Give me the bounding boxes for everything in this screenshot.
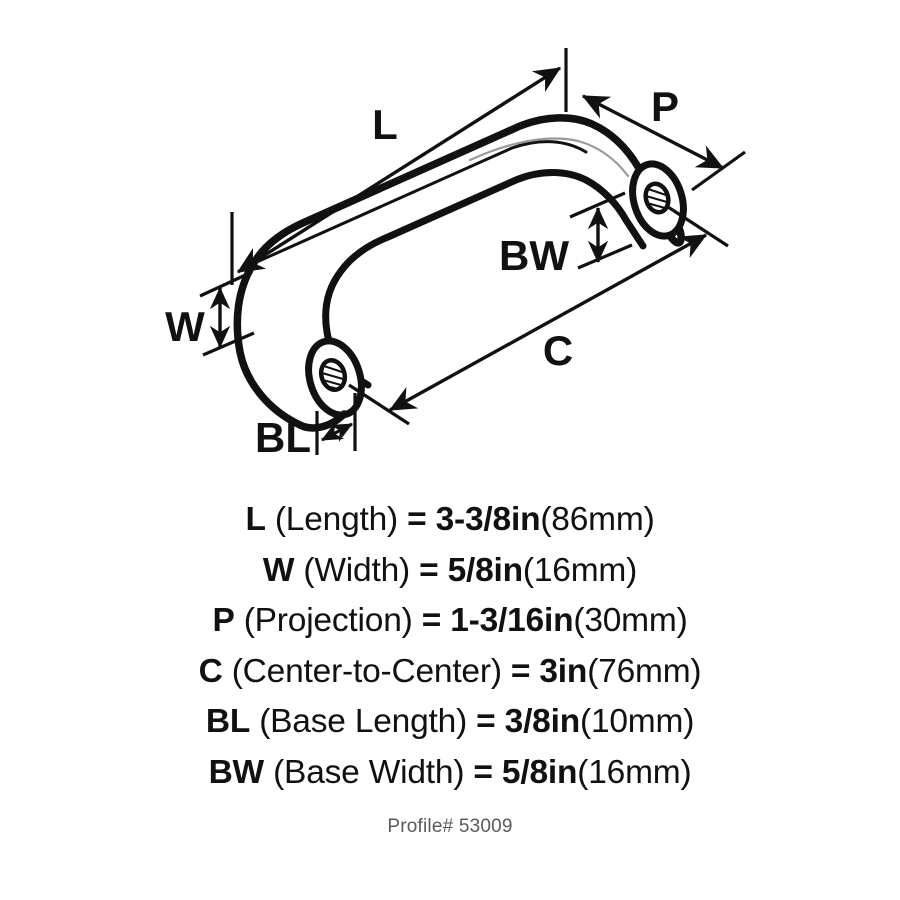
spec-name-BL: (Base Length) [250, 703, 468, 740]
spec-metric-L: (86mm) [540, 501, 655, 538]
spec-symbol-P: P [212, 602, 235, 639]
spec-row-BW: BW (Base Width) = 5/8in(16mm) [0, 748, 900, 799]
handle-outer-silhouette [233, 114, 683, 429]
dimension-label-L: L [372, 101, 398, 148]
dimension-label-P: P [651, 83, 679, 130]
right-foot-endcap [629, 160, 687, 240]
handle-body [233, 114, 687, 432]
spec-metric-C: (76mm) [587, 652, 702, 690]
spec-symbol-BW: BW [208, 753, 265, 791]
spec-row-L: L (Length) = 3-3/8in(86mm) [0, 495, 900, 546]
spec-equals-L: = [398, 501, 436, 538]
spec-metric-W: (16mm) [522, 551, 638, 589]
dimension-BW: BW [499, 191, 633, 279]
spec-name-L: (Length) [265, 501, 399, 538]
spec-name-C: (Center-to-Center) [222, 652, 502, 690]
BW-witness-top [569, 191, 626, 219]
spec-row-P: P (Projection) = 1-3/16in(30mm) [0, 596, 900, 647]
spec-symbol-L: L [245, 501, 266, 538]
spec-equals-P: = [412, 602, 451, 639]
spec-metric-BL: (10mm) [579, 703, 695, 740]
left-screw-hole-threads [321, 365, 344, 390]
spec-row-W: W (Width) = 5/8in(16mm) [0, 546, 900, 597]
C-witness-right [667, 205, 729, 248]
dimension-C: C [348, 205, 729, 426]
dimension-P: P [581, 83, 746, 192]
P-witness-far [691, 150, 746, 192]
right-screw-hole-threads [645, 188, 668, 213]
spec-symbol-BL: BL [205, 703, 251, 740]
spec-name-BW: (Base Width) [263, 753, 465, 791]
W-witness-bottom [202, 331, 255, 357]
spec-row-BL: BL (Base Length) = 3/8in(10mm) [0, 697, 900, 748]
dimension-label-W: W [165, 303, 205, 350]
BL-arrow-line [321, 422, 353, 442]
dimension-W: W [165, 270, 255, 357]
W-witness-top [199, 270, 253, 298]
BW-witness-bottom [577, 243, 633, 270]
L-arrow-line [236, 66, 562, 274]
spec-equals-W: = [409, 551, 448, 589]
spec-row-C: C (Center-to-Center) = 3in(76mm) [0, 647, 900, 698]
spec-symbol-W: W [262, 551, 295, 589]
spec-value-C: 3in [539, 652, 588, 690]
spec-equals-BL: = [467, 703, 505, 740]
spec-equals-C: = [501, 652, 540, 690]
handle-isometric-svg: L P W BW [165, 48, 746, 461]
dimension-L: L [230, 48, 568, 285]
dimension-label-C: C [543, 327, 573, 374]
dimension-label-BL: BL [255, 414, 311, 461]
spec-metric-P: (30mm) [573, 602, 688, 639]
P-arrow-line [581, 94, 725, 170]
spec-value-P: 1-3/16in [450, 602, 574, 639]
spec-name-P: (Projection) [234, 602, 413, 639]
C-arrow-line [388, 233, 708, 412]
spec-metric-BW: (16mm) [577, 753, 692, 791]
spec-symbol-C: C [198, 652, 223, 690]
C-witness-left [348, 383, 410, 426]
spec-value-BW: 5/8in [501, 753, 578, 791]
spec-value-L: 3-3/8in [435, 501, 541, 538]
spec-value-W: 5/8in [447, 551, 524, 589]
spec-equals-BW: = [464, 753, 502, 791]
specification-list: L (Length) = 3-3/8in(86mm) W (Width) = 5… [0, 495, 900, 798]
product-diagram: L P W BW [165, 48, 746, 461]
profile-number: Profile# 53009 [387, 816, 513, 837]
spec-name-W: (Width) [294, 551, 410, 589]
spec-value-BL: 3/8in [504, 703, 581, 740]
dimension-label-BW: BW [499, 232, 569, 279]
left-foot-endcap [305, 337, 365, 419]
dimension-BL: BL [255, 393, 357, 461]
